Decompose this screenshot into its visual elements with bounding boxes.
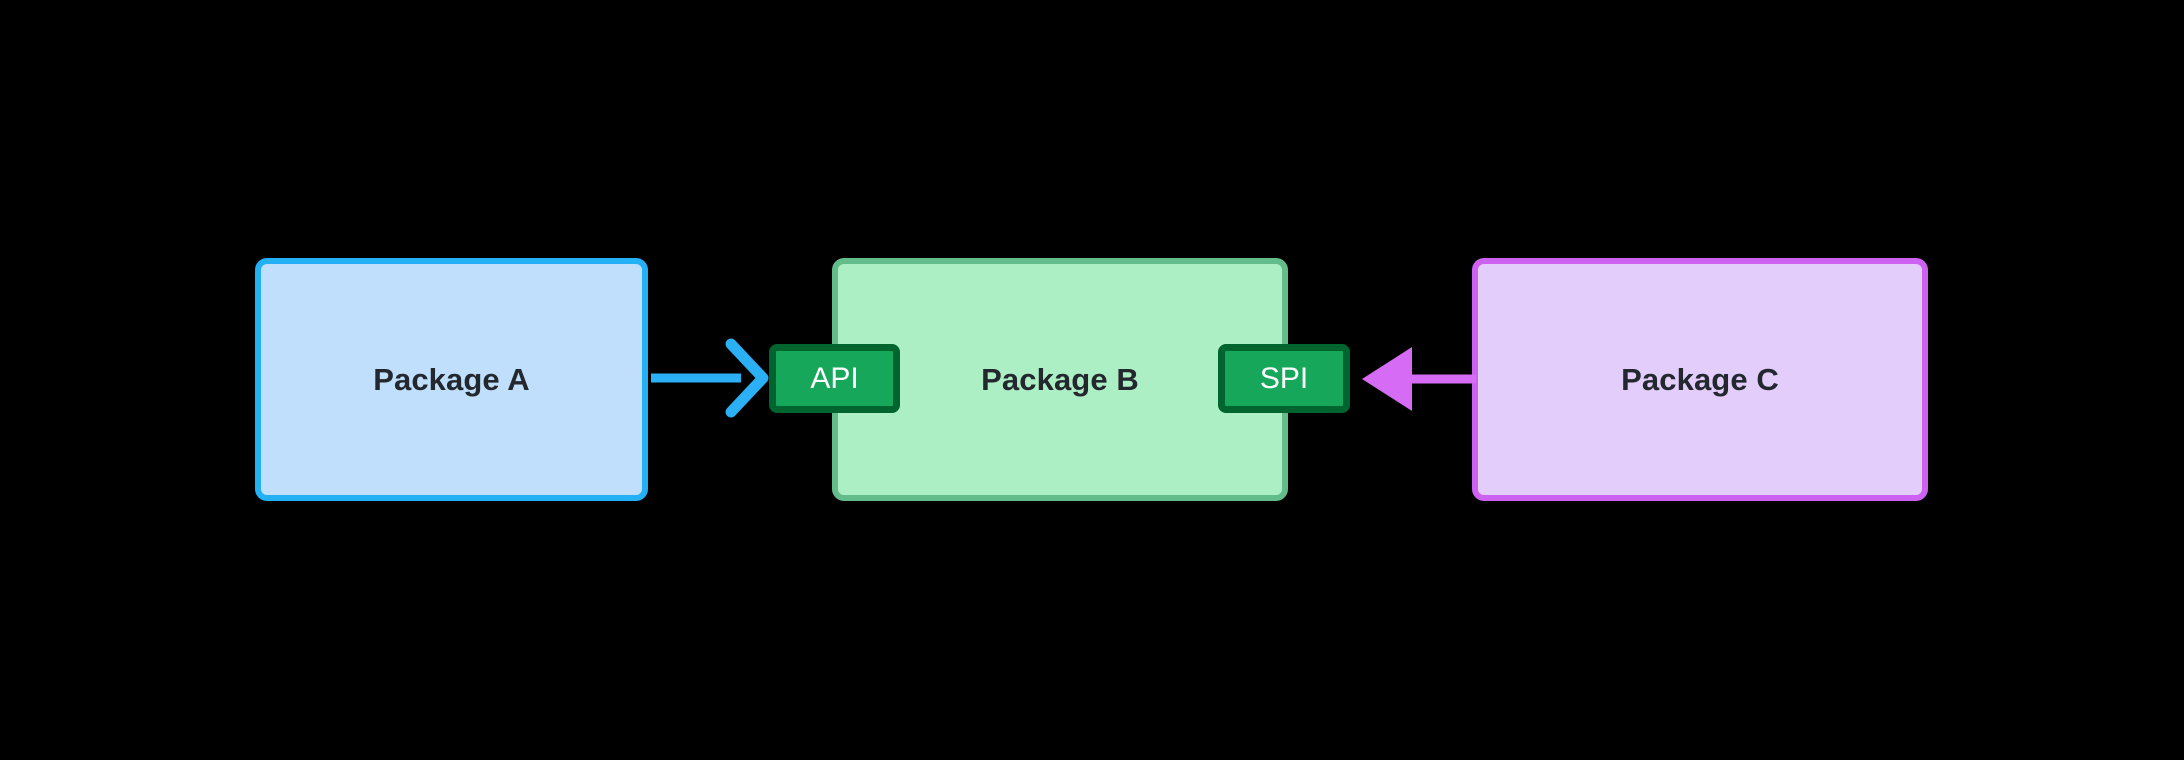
api-interface-node[interactable]: API (769, 344, 900, 413)
package-a-node[interactable]: Package A (255, 258, 648, 501)
package-a-label: Package A (373, 361, 530, 397)
package-b-label: Package B (981, 361, 1139, 397)
package-b-node[interactable]: Package B (832, 258, 1288, 501)
edge-package-a-to-api[interactable] (645, 332, 777, 424)
api-interface-label: API (810, 361, 859, 395)
arrowhead-right-chevron-icon (725, 338, 769, 418)
package-c-node[interactable]: Package C (1472, 258, 1928, 501)
spi-interface-node[interactable]: SPI (1218, 344, 1350, 413)
edge-package-c-to-spi[interactable] (1350, 336, 1482, 422)
spi-interface-label: SPI (1259, 361, 1309, 395)
package-c-label: Package C (1621, 361, 1779, 397)
arrowhead-left-triangle-icon (1362, 347, 1412, 411)
